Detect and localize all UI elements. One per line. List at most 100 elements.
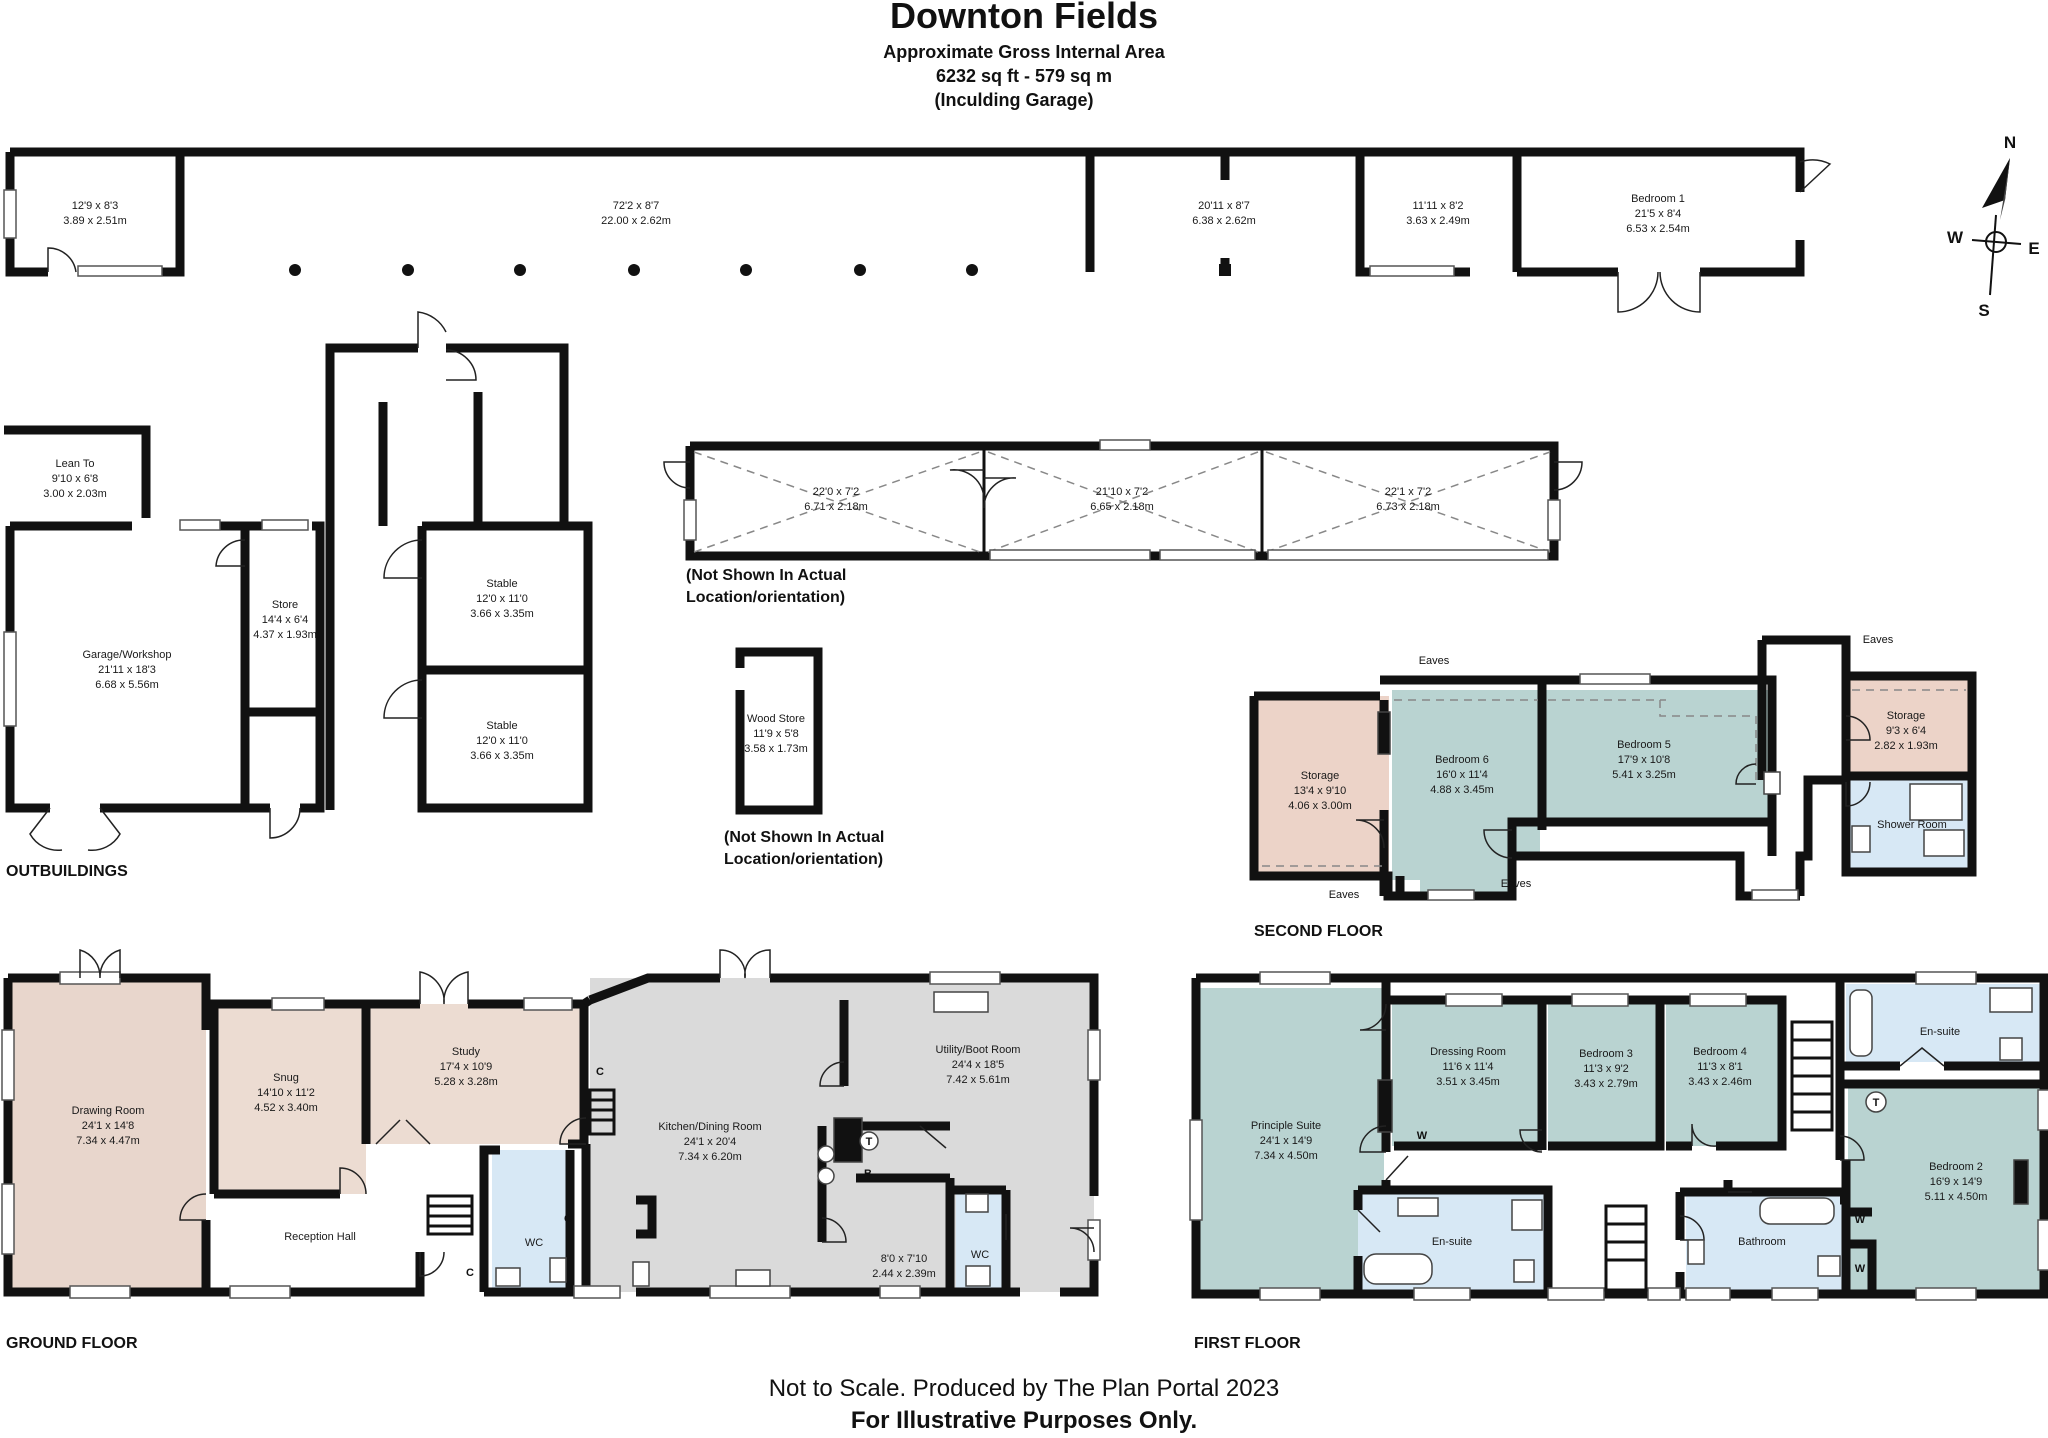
sink-icon: [933, 991, 989, 1013]
room-dim: 3.66 x 3.35m: [470, 608, 534, 620]
window: [683, 499, 697, 541]
wc-icon: [1851, 825, 1871, 853]
wc-icon: [495, 1267, 521, 1287]
window: [1267, 549, 1549, 561]
boiler-label: B: [864, 1168, 872, 1180]
room-name: Bedroom 4: [1693, 1046, 1747, 1058]
door: [383, 679, 423, 719]
room-dim: 11'9 x 5'8: [753, 728, 799, 740]
door: [47, 247, 77, 273]
window: [1915, 1287, 1977, 1301]
room-dim: 6.71 x 2.18m: [804, 501, 868, 513]
cupboard-label: C: [466, 1267, 474, 1279]
room-dim: 5.28 x 3.28m: [434, 1076, 498, 1088]
room-dim: 7.34 x 4.47m: [76, 1135, 140, 1147]
wood-store: Wood Store 11'9 x 5'8 3.58 x 1.73m (Not …: [724, 647, 884, 868]
door: [1839, 1135, 1865, 1161]
compass-s: S: [1978, 301, 1989, 320]
chimney: [1377, 711, 1391, 755]
window: [1579, 673, 1651, 685]
principal-fill: [1198, 988, 1384, 1290]
storage2-fill: [1848, 680, 1968, 776]
room-name: Snug: [273, 1072, 299, 1084]
door: [1735, 763, 1757, 785]
window: [1771, 1287, 1819, 1301]
wc-icon: [1999, 1037, 2023, 1061]
window: [573, 1285, 621, 1299]
room-name: Shower Room: [1877, 819, 1947, 831]
bedroom5-fill: [1544, 690, 1770, 822]
chimney: [1377, 1079, 1393, 1133]
field-shelters: 22'0 x 7'2 6.71 x 2.18m 21'10 x 7'2 6.65…: [663, 439, 1583, 606]
hob-icon: [817, 1145, 835, 1163]
room-dim: 3.43 x 2.46m: [1688, 1076, 1752, 1088]
room-dim: 11'6 x 11'4: [1443, 1061, 1494, 1073]
room-dim: 5.11 x 4.50m: [1925, 1191, 1988, 1203]
window: [1, 1029, 15, 1101]
room-dim: 21'10 x 7'2: [1096, 486, 1149, 498]
window: [179, 519, 221, 531]
floor-label-outbuildings: OUTBUILDINGS: [6, 863, 128, 880]
drawing-room-fill: [10, 978, 206, 1290]
plan-title: Downton Fields: [890, 0, 1158, 36]
window: [1685, 1287, 1731, 1301]
fixture: [1763, 771, 1781, 795]
note-not-shown: (Not Shown In Actual: [724, 829, 884, 846]
sink-icon: [965, 1193, 989, 1213]
room-dim: 6.65 x 2.18m: [1090, 501, 1154, 513]
room-dim: 11'3 x 9'2: [1583, 1063, 1629, 1075]
room-name: Store: [272, 599, 298, 611]
room-dim: 22'1 x 7'2: [1385, 486, 1431, 498]
tank-icon: [859, 1131, 879, 1151]
window: [261, 519, 309, 531]
sink-icon: [1923, 829, 1965, 857]
room-dim: 6.53 x 2.54m: [1626, 223, 1690, 235]
door: [215, 539, 246, 567]
room-dim: 6.68 x 5.56m: [95, 679, 159, 691]
room-dim: 2.82 x 1.93m: [1874, 740, 1938, 752]
window: [1259, 971, 1331, 985]
room-name: Bedroom 3: [1579, 1048, 1633, 1060]
room-name: Principle Suite: [1251, 1120, 1321, 1132]
snug-fill: [214, 1004, 366, 1194]
shower-tray: [1909, 783, 1963, 821]
window: [1445, 993, 1503, 1007]
door: [821, 1217, 847, 1243]
room-dim: 11'3 x 8'1: [1697, 1061, 1743, 1073]
door: [819, 1061, 845, 1087]
room-dim: 22.00 x 2.62m: [601, 215, 671, 227]
window: [77, 265, 163, 277]
shower-tray: [1511, 1199, 1543, 1231]
chimney: [2013, 1159, 2029, 1205]
room-dim: 21'5 x 8'4: [1635, 208, 1681, 220]
bath-icon: [1363, 1253, 1433, 1285]
window: [1571, 993, 1629, 1007]
room-name: Study: [452, 1046, 481, 1058]
window: [1427, 889, 1475, 901]
room-dim: 6.38 x 2.62m: [1192, 215, 1256, 227]
window: [989, 549, 1151, 561]
window: [3, 189, 17, 239]
room-name: WC: [525, 1237, 543, 1249]
window: [709, 1285, 791, 1299]
bed2-fill: [1848, 1084, 2042, 1290]
room-dim: 9'3 x 6'4: [1886, 725, 1926, 737]
window: [1099, 439, 1151, 451]
room-dim: 11'11 x 8'2: [1413, 200, 1464, 212]
room-dim: 12'9 x 8'3: [72, 200, 118, 212]
plan-area-note: (Inculding Garage): [934, 90, 1093, 110]
room-name: Bedroom 2: [1929, 1161, 1983, 1173]
room-dim: 14'4 x 6'4: [262, 614, 308, 626]
compass-n: N: [2004, 133, 2016, 152]
floor-label-second: SECOND FLOOR: [1254, 923, 1383, 940]
room-dim: 5.41 x 3.25m: [1612, 769, 1676, 781]
room-dim: 13'4 x 9'10: [1294, 785, 1347, 797]
door: [919, 1125, 947, 1149]
wc-icon: [549, 1257, 567, 1283]
room-name: Dressing Room: [1430, 1046, 1506, 1058]
window: [1547, 1287, 1605, 1301]
room-dim: 4.88 x 3.45m: [1430, 784, 1494, 796]
door: [375, 1119, 431, 1145]
window: [59, 971, 121, 985]
staircase: [1604, 1020, 1834, 1292]
